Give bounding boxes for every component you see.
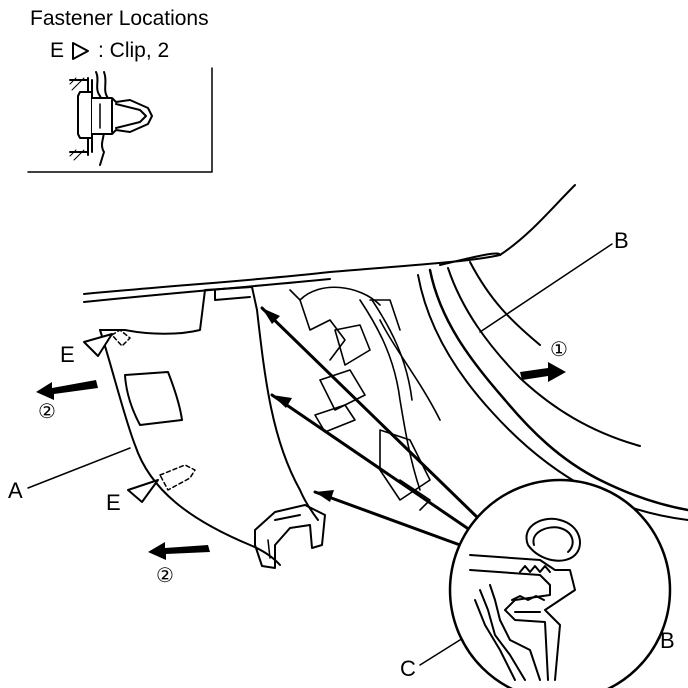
step-one: ① [550,339,568,361]
legend-letter: E [50,39,65,62]
clip-lower [159,464,196,491]
body-outline [83,184,576,303]
legend-text: : Clip, 2 [98,39,170,62]
label-c: C [400,656,416,681]
label-b-top: B [614,228,629,253]
removal-arrows [36,362,566,560]
clip-upper [111,329,131,347]
trim-panel-a [99,286,326,569]
step-two-lower: ② [156,565,174,587]
arrow-heads [262,308,334,502]
label-e-lower: E [106,490,121,515]
triangle-icon [72,41,90,60]
install-arrows [260,306,482,547]
detail-circle [448,478,672,688]
fastener-legend: E : Clip, 2 [50,40,169,61]
e-pointers [83,333,159,503]
step-two-upper: ② [38,401,56,423]
label-e-upper: E [60,342,75,367]
label-b-detail: B [660,628,675,653]
interior-bracket [289,286,441,511]
label-a: A [8,478,23,503]
clip-inset [27,67,213,173]
diagram-title: Fastener Locations [30,7,209,30]
